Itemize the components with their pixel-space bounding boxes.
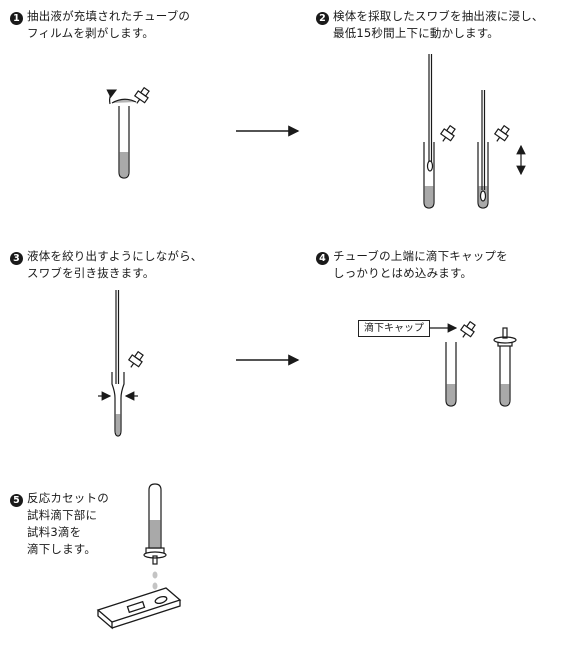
step-2-cap-icon-2 [493, 124, 510, 142]
step-1-tube [106, 86, 150, 179]
step-1-number: 1 [10, 12, 23, 25]
step-3-cap-icon [127, 350, 144, 368]
step-5-dropping [96, 483, 182, 630]
step-5-line-4: 滴下します。 [27, 542, 97, 556]
step-2-swab-in-tube [423, 54, 456, 209]
step-1-line-2: フィルムを剥がします。 [27, 26, 155, 40]
step-4-line-1: チューブの上端に滴下キャップを [333, 249, 508, 263]
step-5-liquid [149, 520, 161, 548]
step-4-dropper-cap-icon [459, 320, 476, 338]
step-2-number: 2 [316, 12, 329, 25]
step-3-text: 3 液体を絞り出すようにしながら、 スワブを引き抜きます。 [10, 248, 203, 282]
step-4-text: 4 チューブの上端に滴下キャップを しっかりとはめ込みます。 [316, 248, 508, 282]
step-1-text: 1 抽出液が充填されたチューブの フィルムを剥がします。 [10, 8, 190, 42]
drop-1 [152, 571, 158, 579]
step-4-liquid-1 [446, 384, 456, 406]
step-3-liquid [115, 414, 121, 436]
step-1-liquid [119, 152, 129, 178]
test-cassette [96, 587, 182, 630]
step-2-line-1: 検体を採取したスワブを抽出液に浸し、 [333, 9, 544, 23]
step-5-line-3: 試料3滴を [27, 525, 82, 539]
step-5-number: 5 [10, 494, 23, 507]
step-4-attach [429, 320, 517, 407]
step-3-line-2: スワブを引き抜きます。 [27, 266, 155, 280]
step-4-line-2: しっかりとはめ込みます。 [333, 266, 473, 280]
step-5-text: 5 反応カセットの 試料滴下部に 試料3滴を 滴下します。 [10, 490, 109, 558]
step-3-squeeze [98, 290, 144, 437]
step-2-line-2: 最低15秒間上下に動かします。 [333, 26, 499, 40]
step-1-cap-icon [133, 86, 150, 104]
step-4-number: 4 [316, 252, 329, 265]
step-3-line-1: 液体を絞り出すようにしながら、 [27, 249, 203, 263]
step-2-swab-moving [477, 90, 526, 209]
sample-well [154, 595, 168, 605]
result-window [126, 600, 146, 614]
step-5-line-1: 反応カセットの [27, 491, 109, 505]
step-2-liquid-1 [424, 186, 434, 208]
drop-2 [152, 582, 158, 590]
step-5-line-2: 試料滴下部に [27, 508, 98, 522]
step-1-film [111, 98, 137, 104]
step-3-number: 3 [10, 252, 23, 265]
step-1-line-1: 抽出液が充填されたチューブの [27, 9, 191, 23]
step-2-cap-icon [439, 124, 456, 142]
step-4-liquid-2 [500, 384, 510, 406]
step-1-peel-arrow [106, 89, 118, 105]
step-2-text: 2 検体を採取したスワブを抽出液に浸し、 最低15秒間上下に動かします。 [316, 8, 544, 42]
